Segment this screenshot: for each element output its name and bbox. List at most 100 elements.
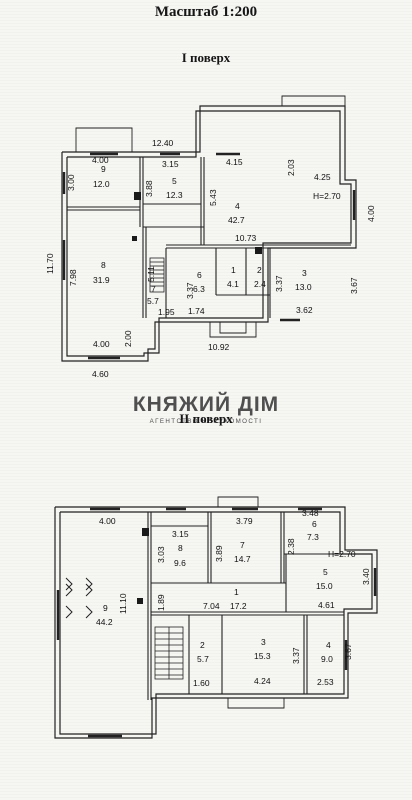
f2-dim-11-10: 11.10 (118, 593, 128, 614)
f2-room6-num: 6 (312, 519, 317, 529)
floor2-bay-windows (217, 496, 285, 709)
f2-room4-num: 4 (326, 640, 331, 650)
f1-room1-area: 4.1 (227, 279, 239, 289)
f1-dim-4-00-right: 4.00 (366, 205, 376, 222)
f2-room7-area: 14.7 (234, 554, 251, 564)
f2-room8-area: 9.6 (174, 558, 186, 568)
f1-dim-10-92: 10.92 (208, 342, 230, 352)
f2-dim-3-15: 3.15 (172, 529, 189, 539)
watermark-tagline: АГЕНТСТВО НЕРУХОМОСТІ (149, 418, 263, 425)
f1-room4-num: 4 (235, 201, 240, 211)
f1-dim-4-00-top: 4.00 (92, 155, 109, 165)
f1-dim-3-15: 3.15 (162, 159, 179, 169)
f2-dim-4-00: 4.00 (99, 516, 116, 526)
f1-dim-2-00: 2.00 (123, 330, 133, 347)
f1-dim-4-25: 4.25 (314, 172, 331, 182)
f2-dim-3-03: 3.03 (156, 546, 166, 563)
f1-room8-num: 8 (101, 260, 106, 270)
f2-dim-1-89: 1.89 (156, 594, 166, 611)
f1-room6-num: 6 (197, 270, 202, 280)
floor2-stairs (154, 626, 184, 680)
f2-dim-3-67: 3.67 (343, 643, 353, 660)
f2-room6-area: 7.3 (307, 532, 319, 542)
f1-dim-7: 7 (151, 284, 156, 294)
f1-dim-3-37-b: 3.37 (274, 275, 284, 292)
floor2-interior-walls (147, 512, 344, 700)
floor2-title: ІІ поверх (179, 411, 233, 426)
f2-room9-num: 9 (103, 603, 108, 613)
f1-room9-area: 12.0 (93, 179, 110, 189)
f1-dim-11-70: 11.70 (45, 253, 55, 274)
f1-room3-area: 13.0 (295, 282, 312, 292)
f1-room3-num: 3 (302, 268, 307, 278)
f2-room4-area: 9.0 (321, 654, 333, 664)
f2-dim-1-60: 1.60 (193, 678, 210, 688)
f1-room4-area: 42.7 (228, 215, 245, 225)
f2-room9-area: 44.2 (96, 617, 113, 627)
f2-dim-2-53: 2.53 (317, 677, 334, 687)
f2-dim-2-38: 2.38 (286, 538, 296, 555)
f1-dim-3-62: 3.62 (296, 305, 313, 315)
f2-height: H=2.70 (328, 549, 356, 559)
f1-dim-2-03: 2.03 (286, 159, 296, 176)
floor1-bay-windows (75, 95, 346, 338)
f1-room8-area: 31.9 (93, 275, 110, 285)
f2-room3-area: 15.3 (254, 651, 271, 661)
f1-dim-3-88: 3.88 (144, 180, 154, 197)
f1-room2-num: 2 (257, 265, 262, 275)
f1-dim-3-67: 3.67 (349, 277, 359, 294)
floor2-windows (56, 507, 377, 738)
f2-room1-num: 1 (234, 587, 239, 597)
watermark-brand: КНЯЖИЙ ДІМ (132, 393, 280, 416)
floor1-details (132, 192, 262, 254)
f1-dim-3-00: 3.00 (66, 174, 76, 191)
f1-dim-4-15: 4.15 (226, 157, 243, 167)
f1-room9-num: 9 (101, 164, 106, 174)
f1-dim-5-43: 5.43 (208, 189, 218, 206)
f2-dim-3-48: 3.48 (302, 508, 319, 518)
f2-dim-3-89: 3.89 (214, 545, 224, 562)
f1-dim-12-40: 12.40 (152, 138, 174, 148)
f2-dim-7-04: 7.04 (203, 601, 220, 611)
f1-dim-1-74: 1.74 (188, 306, 205, 316)
f2-room3-num: 3 (261, 637, 266, 647)
scale-title: Масштаб 1:200 (154, 4, 258, 20)
f1-height: H=2.70 (313, 191, 341, 201)
f2-dim-3-40: 3.40 (361, 568, 371, 585)
f1-room1-num: 1 (231, 265, 236, 275)
f1-room2-area: 2.4 (254, 279, 266, 289)
floor1-outer-walls (61, 105, 357, 362)
watermark: КНЯЖИЙ ДІМ АГЕНТСТВО НЕРУХОМОСТІ (128, 393, 284, 426)
f1-dim-1-95: 1.95 (158, 307, 175, 317)
f1-room5-num: 5 (172, 176, 177, 186)
f2-dim-4-24: 4.24 (254, 676, 271, 686)
f2-dim-3-79: 3.79 (236, 516, 253, 526)
f1-room5-area: 12.3 (166, 190, 183, 200)
f2-room2-num: 2 (200, 640, 205, 650)
f2-room7-num: 7 (240, 540, 245, 550)
f1-room6-area: 6.3 (193, 284, 205, 294)
f1-dim-5-11: 5.11 (146, 266, 156, 282)
f1-dim-4-00-bottom: 4.00 (93, 339, 110, 349)
floor2-details (137, 528, 149, 604)
floor1-interior-walls (67, 157, 351, 318)
floor1-title: І поверх (181, 50, 231, 65)
floor1-windows (62, 152, 356, 360)
f1-dim-5-7: 5.7 (147, 296, 159, 306)
f2-room5-area: 15.0 (316, 581, 333, 591)
f2-room1-area: 17.2 (230, 601, 247, 611)
f1-dim-7-98: 7.98 (68, 269, 78, 286)
f1-dim-4-60: 4.60 (92, 369, 109, 379)
f2-room2-area: 5.7 (197, 654, 209, 664)
floor2-outer-walls (54, 506, 378, 739)
floor1-stairs (149, 257, 165, 293)
f1-dim-10-73: 10.73 (235, 233, 257, 243)
floor2-skylights (65, 577, 93, 619)
f2-room5-num: 5 (323, 567, 328, 577)
f2-dim-3-37: 3.37 (291, 647, 301, 664)
f1-dim-3-37-a: 3.37 (185, 282, 195, 299)
f2-room8-num: 8 (178, 543, 183, 553)
f2-dim-4-61: 4.61 (318, 600, 335, 610)
